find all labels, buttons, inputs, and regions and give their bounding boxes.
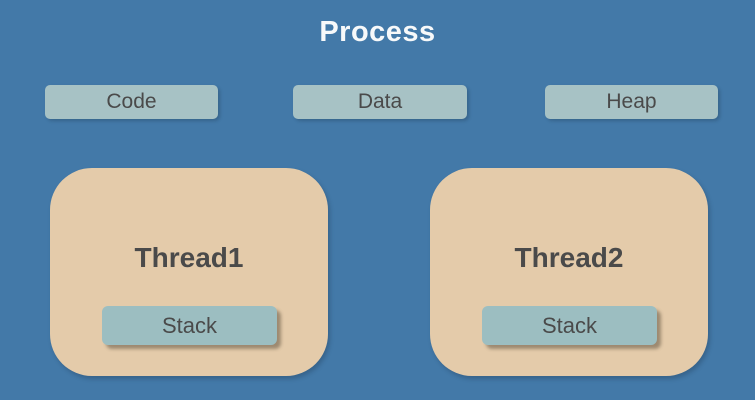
thread2-box: Thread2 Stack	[430, 168, 708, 376]
thread2-label: Thread2	[514, 242, 624, 273]
heap-segment-box: Heap	[545, 85, 718, 119]
thread1-box: Thread1 Stack	[50, 168, 328, 376]
code-segment-box: Code	[45, 85, 218, 119]
thread1-label: Thread1	[134, 242, 244, 273]
thread2-stack-box: Stack	[482, 306, 657, 345]
process-title: Process	[319, 16, 436, 48]
data-segment-box: Data	[293, 85, 467, 119]
thread1-stack-box: Stack	[102, 306, 277, 345]
